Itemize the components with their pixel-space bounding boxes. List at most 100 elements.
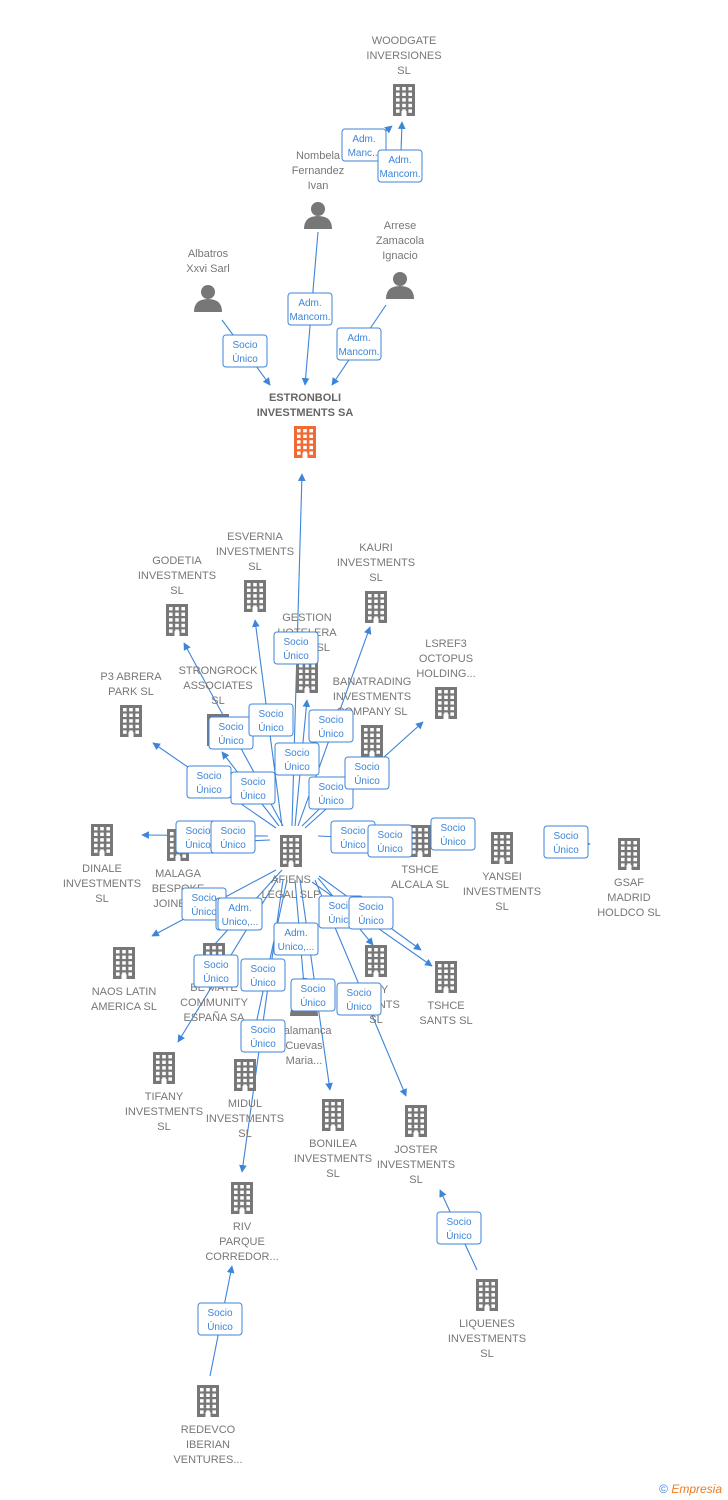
relation-label[interactable]: Adm.Mancom. (377, 149, 423, 183)
relation-label[interactable]: Adm.Unico,... (217, 897, 263, 931)
brand-name: Empresia (671, 1482, 722, 1496)
node-label: INVESTMENTS (216, 546, 294, 558)
node-label: AMERICA SL (91, 1001, 157, 1013)
node-riv[interactable]: RIVPARQUECORREDOR... (205, 1182, 279, 1263)
node-label: SL (495, 901, 508, 913)
relation-text: Socio (553, 831, 578, 842)
node-label: SL (369, 1014, 382, 1026)
node-label: HOLDCO SL (597, 907, 661, 919)
node-label: TIFANY (145, 1091, 184, 1103)
node-label: Nombela (296, 150, 341, 162)
relation-text: Único (346, 1000, 372, 1013)
relation-text: Único (232, 352, 258, 365)
relation-label[interactable]: Adm.Manc... (341, 128, 387, 162)
relation-label[interactable]: Adm.Mancom. (336, 327, 382, 361)
building-icon (365, 591, 387, 623)
relation-label[interactable]: Adm.Mancom. (287, 292, 333, 326)
footer-brand[interactable]: © Empresia (659, 1482, 722, 1496)
node-label: INVESTMENTS SA (257, 407, 354, 419)
relation-label[interactable]: Adm.Unico,... (273, 922, 319, 956)
node-label: IBERIAN (186, 1439, 230, 1451)
node-label: SL (369, 572, 382, 584)
relation-text: Único (258, 721, 284, 734)
building-icon (120, 705, 142, 737)
relation-text: Único (191, 905, 217, 918)
relation-text: Mancom. (379, 169, 420, 180)
building-icon (393, 84, 415, 116)
relation-text: Único (328, 913, 354, 926)
node-label: SL (248, 561, 261, 573)
node-label: RIV (233, 1221, 252, 1233)
building-icon (113, 947, 135, 979)
node-redevco[interactable]: REDEVCOIBERIANVENTURES... (173, 1385, 243, 1466)
node-label: GESTION (282, 612, 332, 624)
relation-text: Socio (196, 771, 221, 782)
building-icon (476, 1279, 498, 1311)
node-label: Xxvi Sarl (186, 263, 229, 275)
building-icon (231, 1182, 253, 1214)
building-icon (361, 725, 383, 757)
node-label: AFIENS (271, 874, 311, 886)
node-label: INVESTMENTS (333, 691, 411, 703)
building-icon (197, 1385, 219, 1417)
node-label: INVESTMENTS (448, 1333, 526, 1345)
relation-text: Socio (446, 1217, 471, 1228)
relation-text: Único (283, 649, 309, 662)
node-label: Fernandez (292, 165, 345, 177)
building-icon (296, 661, 318, 693)
node-label: SL (95, 893, 108, 905)
node-label: DINALE (82, 863, 122, 875)
node-label: MIDUL (228, 1098, 262, 1110)
node-lsref3[interactable]: LSREF3OCTOPUSHOLDING... (416, 638, 476, 719)
relation-text: Único (318, 727, 344, 740)
node-label: INVESTMENTS (377, 1159, 455, 1171)
node-label: P3 ABRERA (100, 671, 162, 683)
